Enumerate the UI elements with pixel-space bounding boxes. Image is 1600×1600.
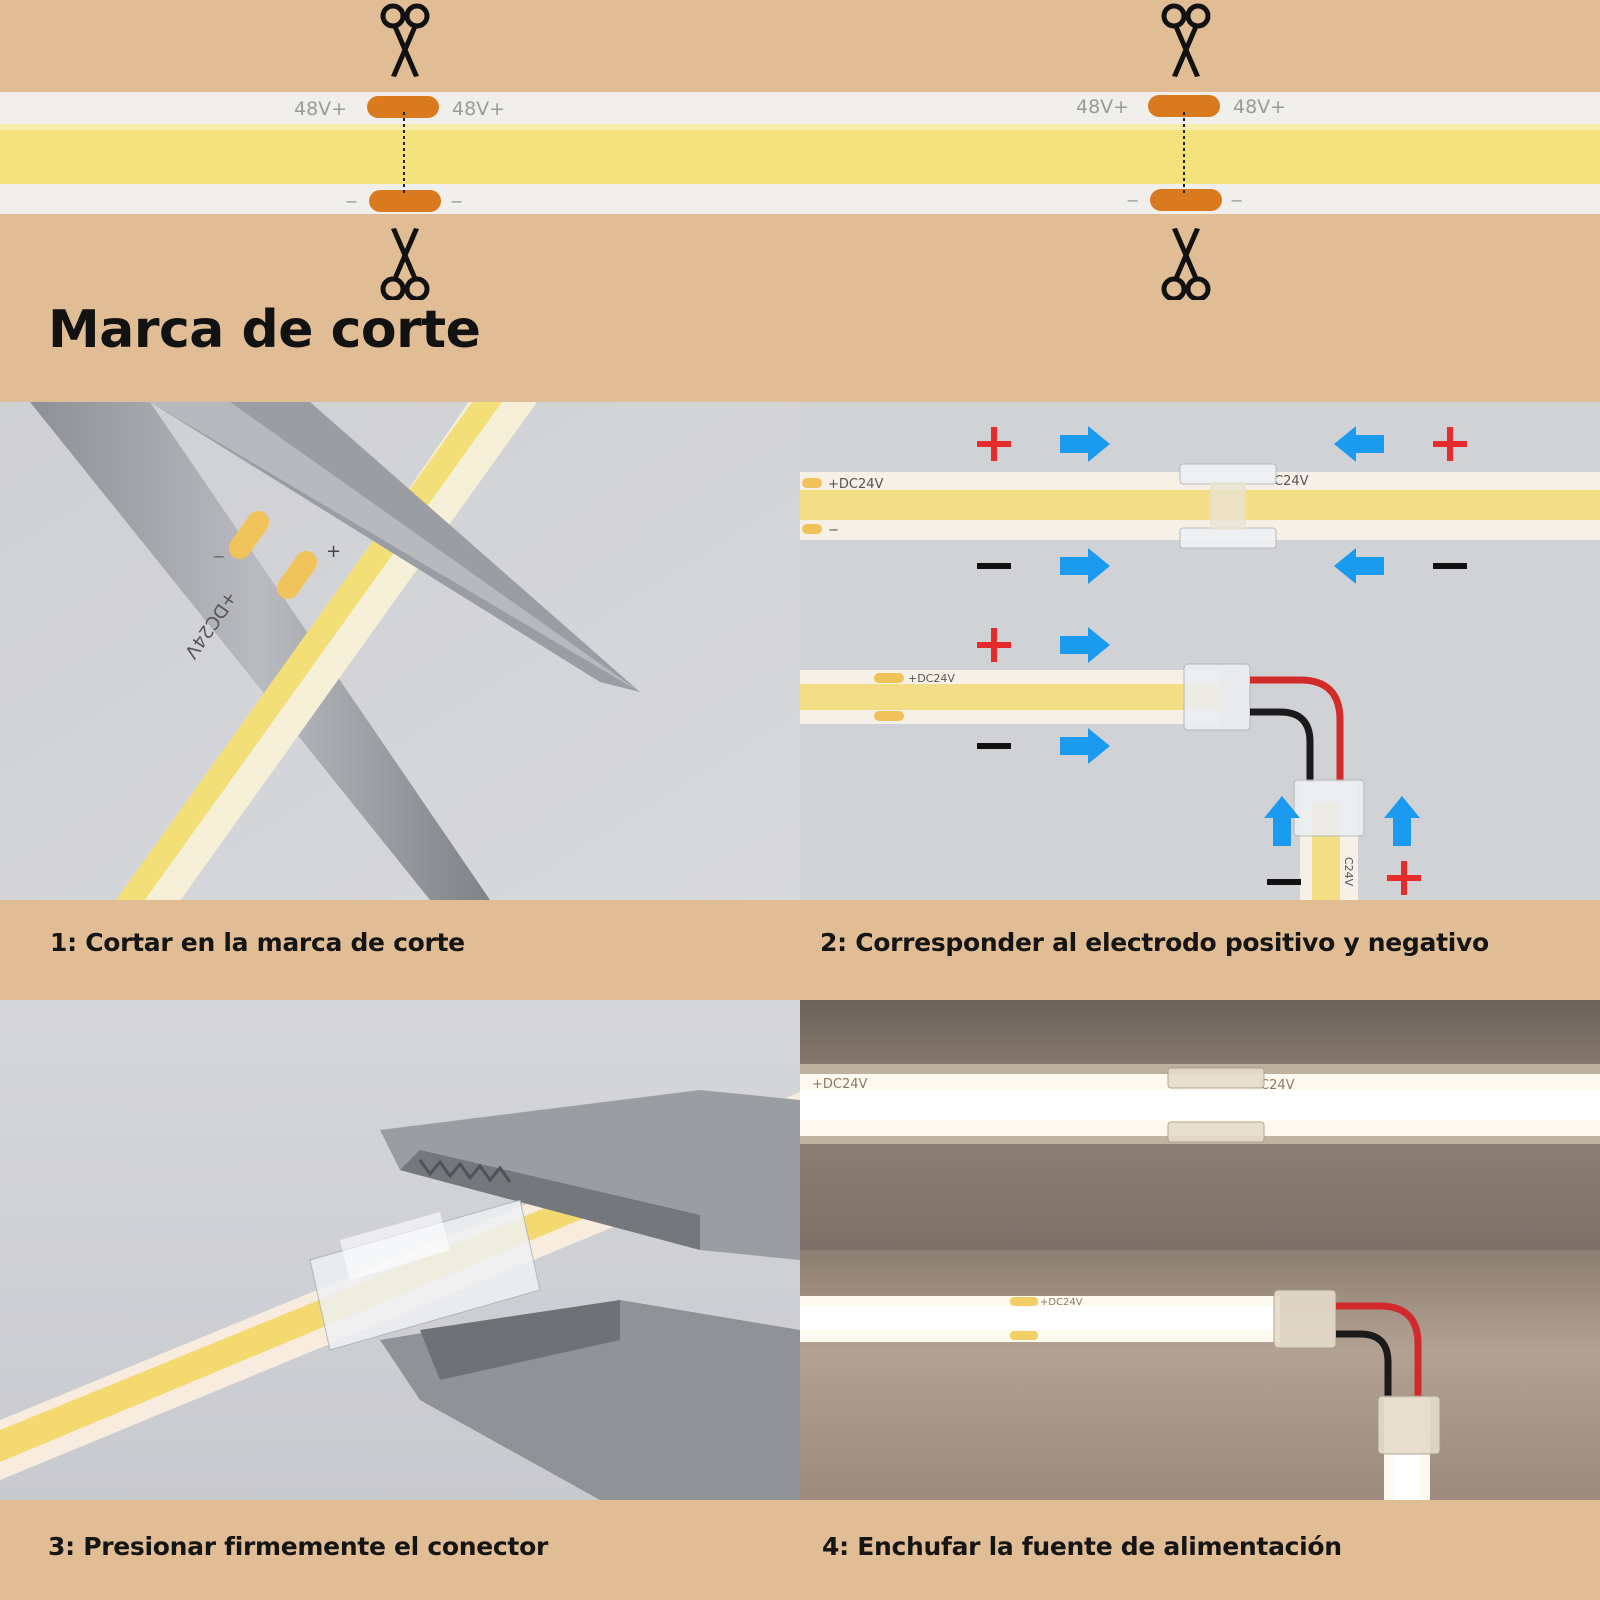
step-1-caption: 1: Cortar en la marca de corte <box>50 928 465 957</box>
strip-label: +DC24V <box>812 1077 868 1092</box>
clip-connector <box>309 1199 541 1351</box>
scissors-icon <box>1164 228 1208 299</box>
scissor-blade <box>30 402 490 900</box>
clip-connector <box>1179 463 1277 549</box>
step-2-caption: 2: Corresponder al electrodo positivo y … <box>820 928 1489 957</box>
strip-minus-label: − <box>1126 191 1139 210</box>
scissors-icon <box>383 228 427 299</box>
strip-label: C24V <box>1342 857 1355 887</box>
minus-icon <box>1267 879 1301 885</box>
cut-pad-plus <box>1148 95 1220 117</box>
strip-voltage-label: 48V+ <box>1233 96 1286 118</box>
strip-label: C24V <box>1260 1078 1295 1093</box>
strip-voltage-label: 48V+ <box>294 98 347 120</box>
step-4-caption: 4: Enchufar la fuente de alimentación <box>822 1532 1342 1561</box>
step-1-photo: +DC24V + − <box>0 402 800 900</box>
strip-minus-label: − <box>345 192 358 211</box>
strip-label: +DC24V <box>1040 1297 1083 1308</box>
strip-label: +DC24V <box>908 672 955 685</box>
strip-minus-label: − <box>828 523 839 538</box>
step-4-photo: +DC24V C24V +DC24V <box>800 1000 1600 1500</box>
cut-mark-strip-diagram: 48V+ 48V+ 48V+ 48V+ − − − − <box>0 0 1600 300</box>
cut-pad-plus <box>367 96 439 118</box>
clip-connector <box>1167 1067 1265 1143</box>
step-2-photo: +DC24V C24V − +DC24V C24V <box>800 402 1600 900</box>
strip-plus-label: + <box>326 541 341 562</box>
cut-pad-minus <box>369 190 441 212</box>
scissors-icon <box>1164 6 1208 77</box>
strip-minus-label: − <box>1230 191 1243 210</box>
step-3-caption: 3: Presionar firmemente el conector <box>48 1532 548 1561</box>
step-3-photo <box>0 1000 800 1500</box>
strip-voltage-label: 48V+ <box>452 98 505 120</box>
cut-pad-minus <box>1150 189 1222 211</box>
strip-label: +DC24V <box>828 477 884 492</box>
led-strip-cob-line <box>0 124 1600 184</box>
strip-voltage-label: 48V+ <box>1076 96 1129 118</box>
page-title: Marca de corte <box>48 300 481 360</box>
minus-icon <box>977 743 1011 749</box>
strip-minus-label: − <box>212 547 225 566</box>
minus-icon <box>977 563 1011 569</box>
strip-label: C24V <box>1274 474 1309 489</box>
scissors-icon <box>383 6 427 77</box>
minus-icon <box>1433 563 1467 569</box>
strip-minus-label: − <box>450 192 463 211</box>
